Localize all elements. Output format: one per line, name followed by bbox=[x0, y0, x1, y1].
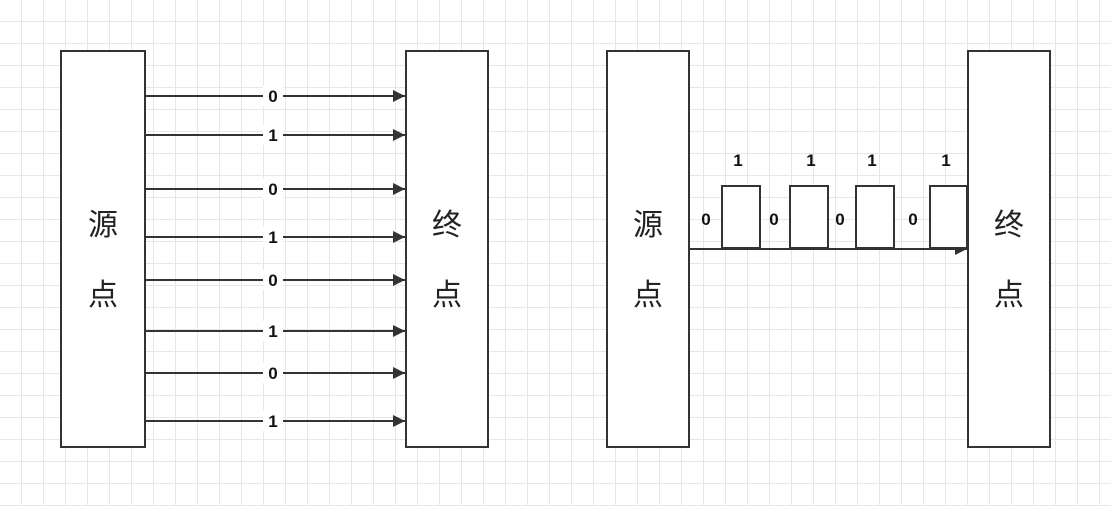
parallel-bit-label: 0 bbox=[268, 271, 277, 290]
serial-dest-box: 终 点 bbox=[967, 50, 1051, 448]
serial-low-bit-label: 0 bbox=[908, 210, 917, 229]
serial-low-bit-label: 0 bbox=[701, 210, 710, 229]
parallel-bit-labels: 0 1 0 1 0 1 0 1 bbox=[263, 86, 283, 431]
serial-low-bit-label: 0 bbox=[769, 210, 778, 229]
serial-high-bit-label: 1 bbox=[733, 151, 742, 170]
parallel-dest-char-2: 点 bbox=[432, 278, 462, 313]
serial-high-bit-label: 1 bbox=[941, 151, 950, 170]
serial-source-char-1: 源 bbox=[633, 208, 663, 243]
serial-low-bit-label: 0 bbox=[835, 210, 844, 229]
parallel-bit-label: 0 bbox=[268, 180, 277, 199]
parallel-dest-char-1: 终 bbox=[432, 208, 462, 243]
serial-source-box: 源 点 bbox=[606, 50, 690, 448]
parallel-dest-box: 终 点 bbox=[405, 50, 489, 448]
parallel-source-box: 源 点 bbox=[60, 50, 146, 448]
serial-pulse bbox=[789, 185, 829, 249]
parallel-bit-label: 0 bbox=[268, 364, 277, 383]
parallel-bit-label: 1 bbox=[268, 412, 277, 431]
parallel-bit-label: 1 bbox=[268, 322, 277, 341]
serial-low-labels: 0 0 0 0 bbox=[701, 210, 917, 229]
parallel-bit-label: 1 bbox=[268, 126, 277, 145]
serial-dest-char-1: 终 bbox=[994, 208, 1024, 243]
serial-pulse bbox=[929, 185, 968, 249]
parallel-bit-label: 0 bbox=[268, 87, 277, 106]
serial-high-bit-label: 1 bbox=[867, 151, 876, 170]
serial-high-labels: 1 1 1 1 bbox=[733, 151, 950, 170]
parallel-source-char-1: 源 bbox=[88, 208, 118, 243]
parallel-source-char-2: 点 bbox=[88, 278, 118, 313]
serial-pulses bbox=[721, 185, 968, 249]
serial-dest-char-2: 点 bbox=[994, 278, 1024, 313]
serial-pulse bbox=[721, 185, 761, 249]
serial-high-bit-label: 1 bbox=[806, 151, 815, 170]
serial-source-char-2: 点 bbox=[633, 278, 663, 313]
parallel-bit-label: 1 bbox=[268, 228, 277, 247]
serial-pulse bbox=[855, 185, 895, 249]
